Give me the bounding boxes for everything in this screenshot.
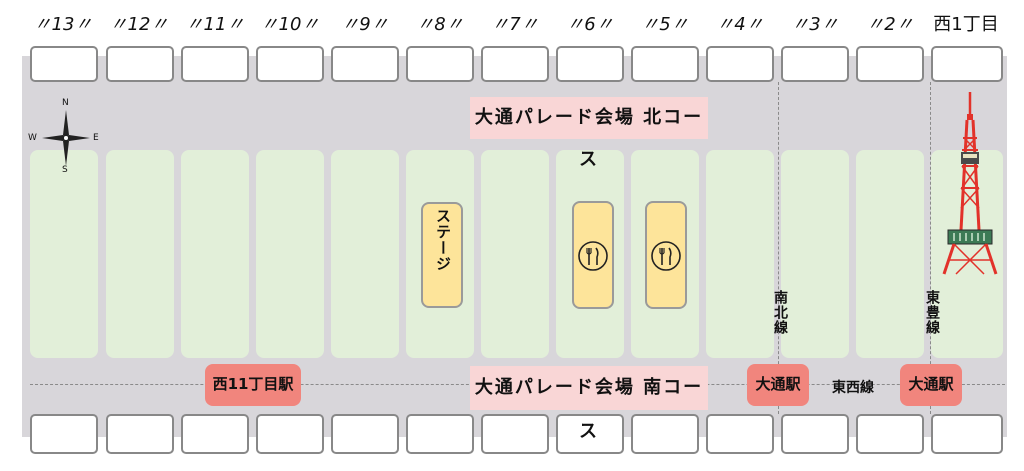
station-nishi11chome[interactable]: 西11丁目駅: [205, 364, 301, 406]
city-block: [931, 46, 1003, 82]
toho-line: [930, 82, 931, 414]
city-block: [931, 414, 1003, 454]
park-block: [856, 150, 924, 358]
city-block: [481, 414, 549, 454]
park-block: [256, 150, 324, 358]
city-block: [781, 414, 849, 454]
city-block: [256, 46, 324, 82]
city-block: [406, 414, 474, 454]
column-label: 〃4〃: [716, 14, 764, 35]
food-area[interactable]: [572, 201, 614, 309]
south-course-label: 大通パレード会場 南コース: [470, 366, 708, 442]
namboku-line: [778, 82, 779, 414]
column-label: 〃13〃: [33, 14, 93, 35]
station-odori-namboku[interactable]: 大通駅: [747, 364, 809, 406]
column-label: 〃12〃: [109, 14, 169, 35]
compass: N S W E: [28, 98, 99, 175]
city-block: [556, 414, 624, 454]
namboku-line-label: 南北線: [772, 290, 788, 335]
park-block: [781, 150, 849, 358]
column-label: 〃11〃: [185, 14, 245, 35]
city-block: [481, 46, 549, 82]
column-label: 西1丁目: [933, 14, 999, 35]
park-block: [931, 150, 1003, 358]
column-label: 〃8〃: [416, 14, 464, 35]
column-label: 〃9〃: [341, 14, 389, 35]
park-block: [181, 150, 249, 358]
city-block: [106, 414, 174, 454]
fork-knife-icon: [578, 241, 608, 271]
city-block: [331, 46, 399, 82]
stage-label: ステージ: [434, 208, 452, 272]
food-area[interactable]: [645, 201, 687, 309]
compass-n: N: [62, 98, 69, 108]
city-block: [856, 46, 924, 82]
tozai-line-label: 東西線: [832, 380, 874, 396]
compass-s: S: [62, 165, 68, 175]
park-block: [106, 150, 174, 358]
column-label: 〃5〃: [641, 14, 689, 35]
city-block: [181, 414, 249, 454]
city-block: [781, 46, 849, 82]
city-block: [706, 46, 774, 82]
stage[interactable]: ステージ: [421, 202, 463, 308]
city-block: [181, 46, 249, 82]
north-course-label: 大通パレード会場 北コース: [470, 97, 708, 170]
fork-knife-icon: [651, 241, 681, 271]
column-label: 〃10〃: [260, 14, 320, 35]
column-label: 〃2〃: [866, 14, 914, 35]
city-block: [706, 414, 774, 454]
city-block: [856, 414, 924, 454]
station-odori-toho[interactable]: 大通駅: [900, 364, 962, 406]
city-block: [256, 414, 324, 454]
compass-e: E: [93, 133, 99, 143]
city-block: [631, 414, 699, 454]
city-block: [556, 46, 624, 82]
park-block: [30, 150, 98, 358]
city-block: [30, 46, 98, 82]
column-label: 〃3〃: [791, 14, 839, 35]
city-block: [631, 46, 699, 82]
column-label: 〃7〃: [491, 14, 539, 35]
column-label: 〃6〃: [566, 14, 614, 35]
city-block: [30, 414, 98, 454]
compass-w: W: [28, 133, 37, 143]
park-block: [331, 150, 399, 358]
park-block: [481, 150, 549, 358]
city-block: [106, 46, 174, 82]
city-block: [331, 414, 399, 454]
toho-line-label: 東豊線: [924, 290, 940, 335]
city-block: [406, 46, 474, 82]
compass-rose-icon: [42, 110, 90, 166]
park-block: [706, 150, 774, 358]
tv-tower-icon: [942, 92, 998, 275]
